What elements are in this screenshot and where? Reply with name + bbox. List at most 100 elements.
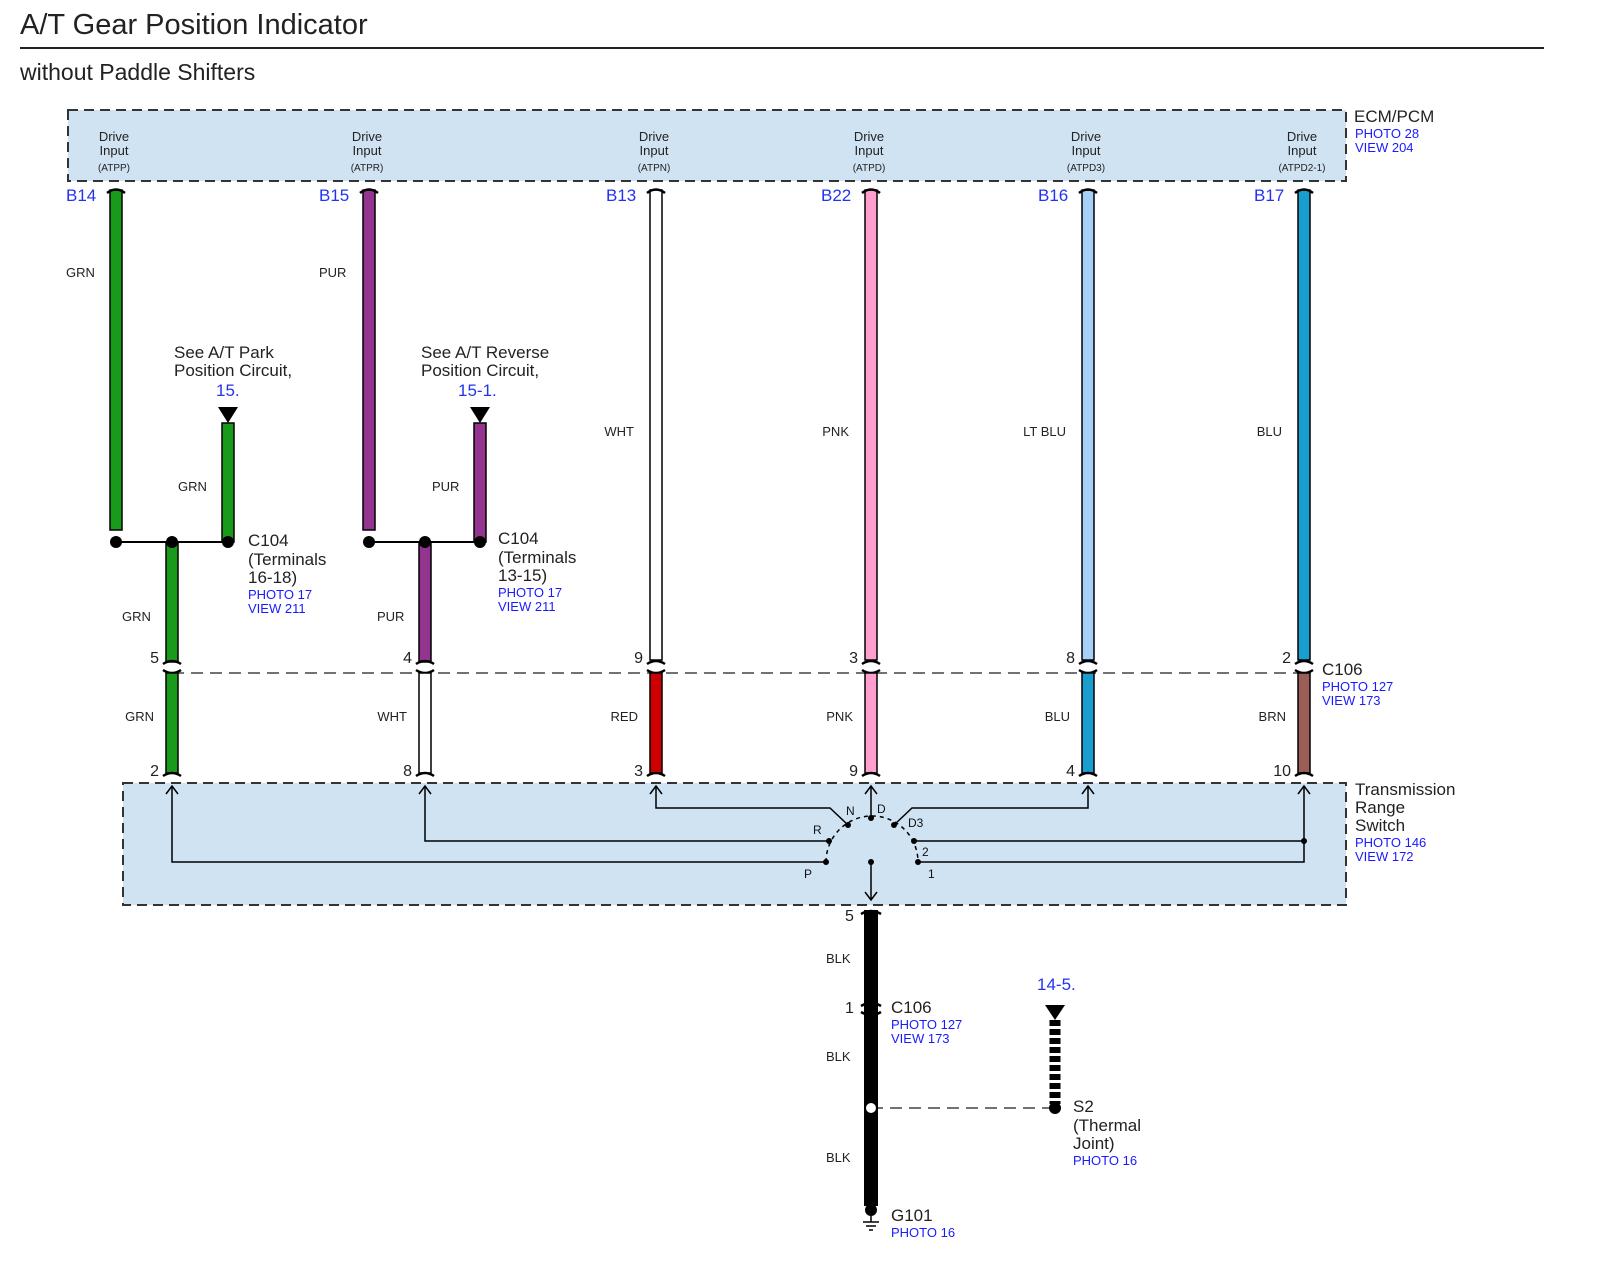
c106-name: C106 — [1322, 660, 1363, 679]
ecm-pin-label[interactable]: B14 — [66, 186, 96, 205]
ecm-input-input-label: Input — [1072, 143, 1101, 158]
ecm-pin-label[interactable]: B15 — [319, 186, 349, 205]
connector-cap — [1078, 771, 1098, 778]
c106-pin: 8 — [1066, 650, 1075, 667]
ecm-input-drive-label: Drive — [352, 129, 382, 144]
ground-connectors — [860, 909, 882, 1017]
ecm-pin-label[interactable]: B13 — [606, 186, 636, 205]
trs-photo-link[interactable]: PHOTO 146 — [1355, 835, 1426, 850]
arrow-up-icon — [1297, 784, 1311, 795]
connector-cap — [359, 188, 379, 195]
s2-photo-link[interactable]: PHOTO 16 — [1073, 1153, 1137, 1168]
ecm-input-signal-label: (ATPP) — [98, 163, 130, 174]
splice-dot — [1049, 1102, 1061, 1114]
c104a-line1: (Terminals — [248, 550, 326, 569]
switch-pos-2: 2 — [922, 845, 929, 859]
c106-lower-name: C106 — [891, 998, 932, 1017]
connector-cap — [415, 659, 435, 666]
page-title: A/T Gear Position Indicator — [20, 9, 368, 41]
splice-dot — [474, 536, 486, 548]
wire-label-blk-1: BLK — [826, 951, 851, 966]
splice-dot — [110, 536, 122, 548]
ecm-pin-label[interactable]: B17 — [1254, 186, 1284, 205]
c106-lower-photo-link[interactable]: PHOTO 127 — [891, 1017, 962, 1032]
trs-pin: 4 — [1066, 763, 1075, 780]
trs-label-line2: Range — [1355, 798, 1405, 817]
ecm-input-input-label: Input — [640, 143, 669, 158]
switch-trace-n — [655, 786, 849, 826]
splice-dot — [222, 536, 234, 548]
trs-view-link[interactable]: VIEW 172 — [1355, 849, 1414, 864]
ecm-input-drive-label: Drive — [1287, 129, 1317, 144]
c104b-line1: (Terminals — [498, 548, 576, 567]
ecm-pin-label[interactable]: B16 — [1038, 186, 1068, 205]
trs-label-line1: Transmission — [1355, 780, 1455, 799]
wire-brn — [1297, 672, 1311, 774]
ground-name: G101 — [891, 1206, 933, 1225]
c104a-view-link[interactable]: VIEW 211 — [248, 601, 306, 616]
connector-cap — [162, 659, 182, 666]
wire-label-pur-reverse: PUR — [432, 479, 459, 494]
arrow-down-icon — [1045, 1005, 1065, 1020]
c106-lower-view-link[interactable]: VIEW 173 — [891, 1031, 950, 1046]
page-subtitle: without Paddle Shifters — [19, 59, 255, 85]
switch-contacts — [823, 815, 1307, 865]
ecm-input-input-label: Input — [353, 143, 382, 158]
c104a-name: C104 — [248, 531, 289, 550]
park-note-ref-link[interactable]: 15. — [216, 381, 240, 400]
wire-label-blu: BLU — [1257, 424, 1282, 439]
reverse-note-ref-link[interactable]: 15-1. — [458, 381, 497, 400]
c106-pin: 5 — [150, 650, 159, 667]
ecm-input-drive-label: Drive — [639, 129, 669, 144]
connector-cap — [1078, 659, 1098, 666]
wire-pnk — [864, 189, 878, 661]
trs-pin: 3 — [634, 763, 643, 780]
wire-label-grn-splice: GRN — [122, 609, 151, 624]
ground-pin-5: 5 — [845, 908, 854, 925]
splice-dot — [363, 536, 375, 548]
ecm-input-input-label: Input — [1288, 143, 1317, 158]
ground-photo-link[interactable]: PHOTO 16 — [891, 1225, 955, 1240]
reverse-note-line2: Position Circuit, — [421, 361, 539, 380]
s2-line2: Joint) — [1073, 1134, 1115, 1153]
c104b-line2: 13-15) — [498, 566, 547, 585]
s2-ref-link[interactable]: 14-5. — [1037, 975, 1076, 994]
c104b-photo-link[interactable]: PHOTO 17 — [498, 585, 562, 600]
wire-label-red: RED — [611, 709, 638, 724]
ecm-photo-link[interactable]: PHOTO 28 — [1355, 126, 1419, 141]
ecm-pin-label[interactable]: B22 — [821, 186, 851, 205]
trs-pin: 9 — [849, 763, 858, 780]
c106-photo-link[interactable]: PHOTO 127 — [1322, 679, 1393, 694]
wire-pur-reverse — [473, 422, 487, 543]
c104a-photo-link[interactable]: PHOTO 17 — [248, 587, 312, 602]
wire-wht — [418, 672, 432, 774]
wire-grn-park — [221, 422, 235, 543]
junction-dot — [1301, 838, 1307, 844]
arrow-down-icon — [470, 407, 490, 423]
ecm-input-input-label: Input — [855, 143, 884, 158]
trs-pin: 10 — [1273, 763, 1291, 780]
c104-splices — [110, 407, 490, 663]
ecm-view-link[interactable]: VIEW 204 — [1355, 140, 1414, 155]
splice-dot — [864, 1101, 878, 1115]
trs-label-line3: Switch — [1355, 816, 1405, 835]
wire-label-blk-2: BLK — [826, 1049, 851, 1064]
wire-blu — [1081, 672, 1095, 774]
reverse-note-line1: See A/T Reverse — [421, 343, 549, 362]
wire-label-pur-splice: PUR — [377, 609, 404, 624]
c106-pin: 4 — [403, 650, 412, 667]
wire-grn — [165, 672, 179, 774]
arrow-up-icon — [649, 784, 663, 795]
connector-cap — [1078, 188, 1098, 195]
c106-pin: 3 — [849, 650, 858, 667]
connector-cap — [861, 188, 881, 195]
wire-label-lt-blu: LT BLU — [1023, 424, 1066, 439]
wire-blk-ground — [864, 910, 878, 1206]
arrow-down-icon — [218, 407, 238, 423]
c104b-view-link[interactable]: VIEW 211 — [498, 599, 556, 614]
c106-view-link[interactable]: VIEW 173 — [1322, 693, 1381, 708]
ecm-input-drive-label: Drive — [99, 129, 129, 144]
contact-dot — [915, 859, 921, 865]
ecm-box — [67, 109, 1347, 182]
contact-dot — [868, 815, 874, 821]
